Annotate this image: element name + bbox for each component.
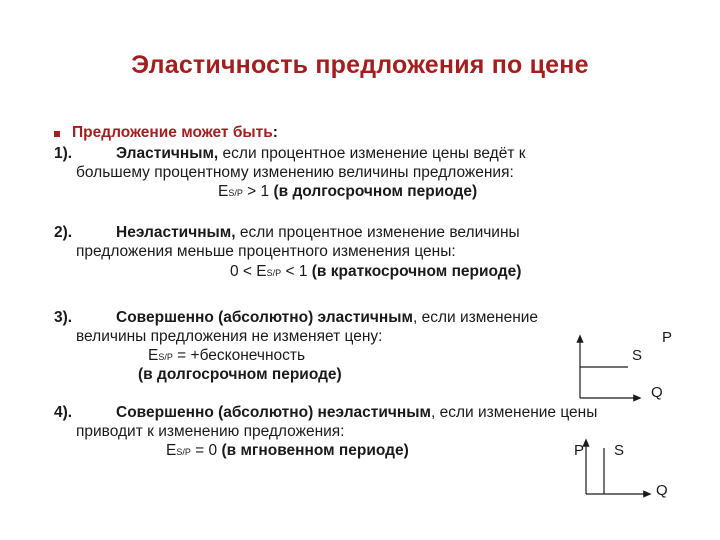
item-2-formula-prefix: 0 < bbox=[230, 263, 257, 280]
item-1-formula-period: (в долгосрочном периоде) bbox=[273, 183, 478, 200]
item-3-formula-sub: S/P bbox=[158, 352, 173, 362]
item-3-line1: Совершенно (абсолютно) эластичным, если … bbox=[116, 309, 538, 327]
item-3-line2: величины предложения не изменяет цену: bbox=[76, 328, 383, 345]
item-2-line1: Неэластичным, если процентное изменение … bbox=[116, 224, 520, 242]
item-1-formula: ES/P > 1 (в долгосрочном периоде) bbox=[218, 183, 477, 202]
item-4-term: Совершенно (абсолютно) неэластичным bbox=[116, 404, 431, 421]
item-3-line1-rest: , если изменение bbox=[413, 309, 539, 326]
item-3-formula: ES/P = +бесконечность bbox=[148, 347, 305, 366]
elastic-supply-graph bbox=[576, 334, 642, 402]
item-3-formula-rest: = +бесконечность bbox=[172, 347, 306, 364]
inelastic-supply-graph bbox=[582, 438, 652, 498]
inelastic-q-label: Q bbox=[656, 482, 668, 499]
item-2-term: Неэластичным, bbox=[116, 224, 236, 241]
item-1-formula-sub: S/P bbox=[228, 188, 243, 198]
item-2-formula-sub: S/P bbox=[266, 268, 282, 278]
item-1-line1-rest: если процентное изменение цены ведёт к bbox=[218, 145, 526, 162]
square-bullet-icon bbox=[54, 131, 60, 137]
item-2-number: 2). bbox=[54, 224, 73, 241]
item-1-formula-rest: > 1 bbox=[242, 183, 274, 200]
item-1-line1: Эластичным, если процентное изменение це… bbox=[116, 145, 526, 163]
item-4-formula-sub: S/P bbox=[176, 447, 191, 457]
item-4-line2: приводит к изменению предложения: bbox=[76, 423, 345, 440]
item-4-line1-rest: , если изменение цены bbox=[430, 404, 598, 421]
elastic-p-label: P bbox=[662, 329, 673, 346]
item-2-formula-period: (в краткосрочном периоде) bbox=[311, 263, 522, 280]
item-3-formula-period: (в долгосрочном периоде) bbox=[138, 366, 342, 383]
item-1-line2: большему процентному изменению величины … bbox=[76, 164, 514, 181]
intro-lead: Предложение может быть bbox=[72, 124, 273, 141]
item-1-formula-e: E bbox=[218, 183, 229, 200]
item-2-formula-e: E bbox=[256, 263, 267, 280]
item-4-line1: Совершенно (абсолютно) неэластичным, есл… bbox=[116, 404, 597, 422]
elastic-q-label: Q bbox=[651, 384, 663, 401]
intro-line: Предложение может быть: bbox=[72, 124, 278, 142]
item-1-term: Эластичным, bbox=[116, 145, 219, 162]
item-2-line2: предложения меньше процентного изменения… bbox=[76, 243, 456, 260]
page-title: Эластичность предложения по цене bbox=[131, 51, 589, 79]
item-4-formula-period: (в мгновенном периоде) bbox=[221, 442, 409, 459]
item-4-formula-e: E bbox=[166, 442, 177, 459]
item-3-number: 3). bbox=[54, 309, 73, 326]
item-2-formula-rest: < 1 bbox=[281, 263, 312, 280]
item-2-line1-rest: если процентное изменение величины bbox=[235, 224, 520, 241]
item-4-formula: ES/P = 0 (в мгновенном периоде) bbox=[166, 442, 409, 461]
item-1-number: 1). bbox=[54, 145, 73, 162]
item-3-term: Совершенно (абсолютно) эластичным bbox=[116, 309, 413, 326]
item-4-formula-rest: = 0 bbox=[190, 442, 222, 459]
inelastic-s-label: S bbox=[614, 442, 625, 459]
elastic-s-label: S bbox=[632, 347, 643, 364]
intro-colon: : bbox=[272, 124, 278, 141]
item-2-formula: 0 < ES/P < 1 (в краткосрочном периоде) bbox=[230, 263, 521, 282]
item-3-formula-e: E bbox=[148, 347, 159, 364]
inelastic-p-label: P bbox=[574, 442, 585, 459]
item-4-number: 4). bbox=[54, 404, 73, 421]
